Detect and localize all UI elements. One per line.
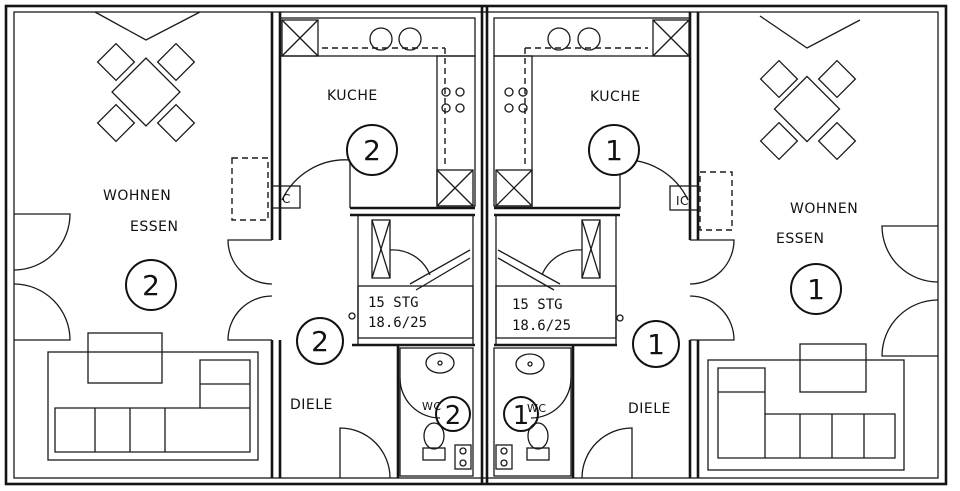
terrace-door [13, 213, 71, 341]
dining-label: ESSEN [130, 219, 178, 235]
unit-badge-kitchen: 2 [346, 124, 398, 176]
closet [699, 171, 733, 231]
coffee-table [87, 332, 163, 384]
svg-text:2: 2 [311, 325, 329, 358]
clean-ic-label: IC [676, 194, 689, 208]
terrace-door [881, 225, 939, 357]
svg-text:1: 1 [605, 134, 623, 167]
unit-badge-hall: 2 [296, 317, 344, 365]
kitchen-counter [279, 17, 476, 207]
wc-room [493, 347, 572, 477]
svg-text:1: 1 [647, 328, 665, 361]
unit-badge-living: 2 [125, 259, 177, 311]
svg-text:1: 1 [513, 401, 530, 431]
coffee-table [799, 343, 867, 393]
unit-badge-living: 1 [790, 263, 842, 315]
kitchen-label: KUCHE [590, 89, 641, 105]
kitchen-door [281, 159, 351, 208]
living-label: WOHNEN [790, 201, 858, 217]
entrance-door [581, 427, 633, 479]
stair-dims-label: 18.6/25 [368, 315, 427, 331]
sink [369, 27, 422, 51]
svg-text:1: 1 [807, 273, 825, 306]
unit-1: KUCHE WOHNEN ESSEN DIELE WC IC 15 STG 18… [493, 12, 939, 479]
living-door [689, 239, 735, 341]
dining-label: ESSEN [776, 231, 824, 247]
unit-badge-wc: 2 [435, 396, 471, 432]
dining-table [759, 15, 861, 161]
hall-label: DIELE [628, 401, 671, 417]
kitchen-label: KUCHE [327, 88, 378, 104]
svg-text:2: 2 [445, 401, 462, 431]
svg-text:2: 2 [142, 269, 160, 302]
clean-ic-label: IC [278, 192, 291, 206]
wc-room [399, 347, 474, 477]
stove-burners [441, 87, 465, 113]
kitchen-counter [493, 17, 691, 207]
unit-2: KUCHE WOHNEN ESSEN DIELE WC IC 15 STG 18… [13, 11, 476, 479]
living-label: WOHNEN [103, 188, 171, 204]
sofa [707, 359, 905, 471]
hall-label: DIELE [290, 397, 333, 413]
unit-badge-wc: 1 [503, 396, 539, 432]
stair-steps-label: 15 STG [368, 295, 419, 311]
building-walls [4, 4, 948, 486]
stair-steps-label: 15 STG [512, 297, 563, 313]
closet [231, 157, 269, 221]
staircase [495, 214, 624, 346]
unit-badge-hall: 1 [632, 320, 680, 368]
living-door [227, 239, 273, 341]
staircase [348, 214, 474, 346]
sofa [47, 351, 259, 461]
stair-dims-label: 18.6/25 [512, 318, 571, 334]
sink [547, 27, 601, 51]
dining-table [94, 11, 201, 143]
entrance-door [339, 427, 391, 479]
stove-burners [504, 87, 528, 113]
unit-badge-kitchen: 1 [588, 124, 640, 176]
svg-text:2: 2 [363, 134, 381, 167]
